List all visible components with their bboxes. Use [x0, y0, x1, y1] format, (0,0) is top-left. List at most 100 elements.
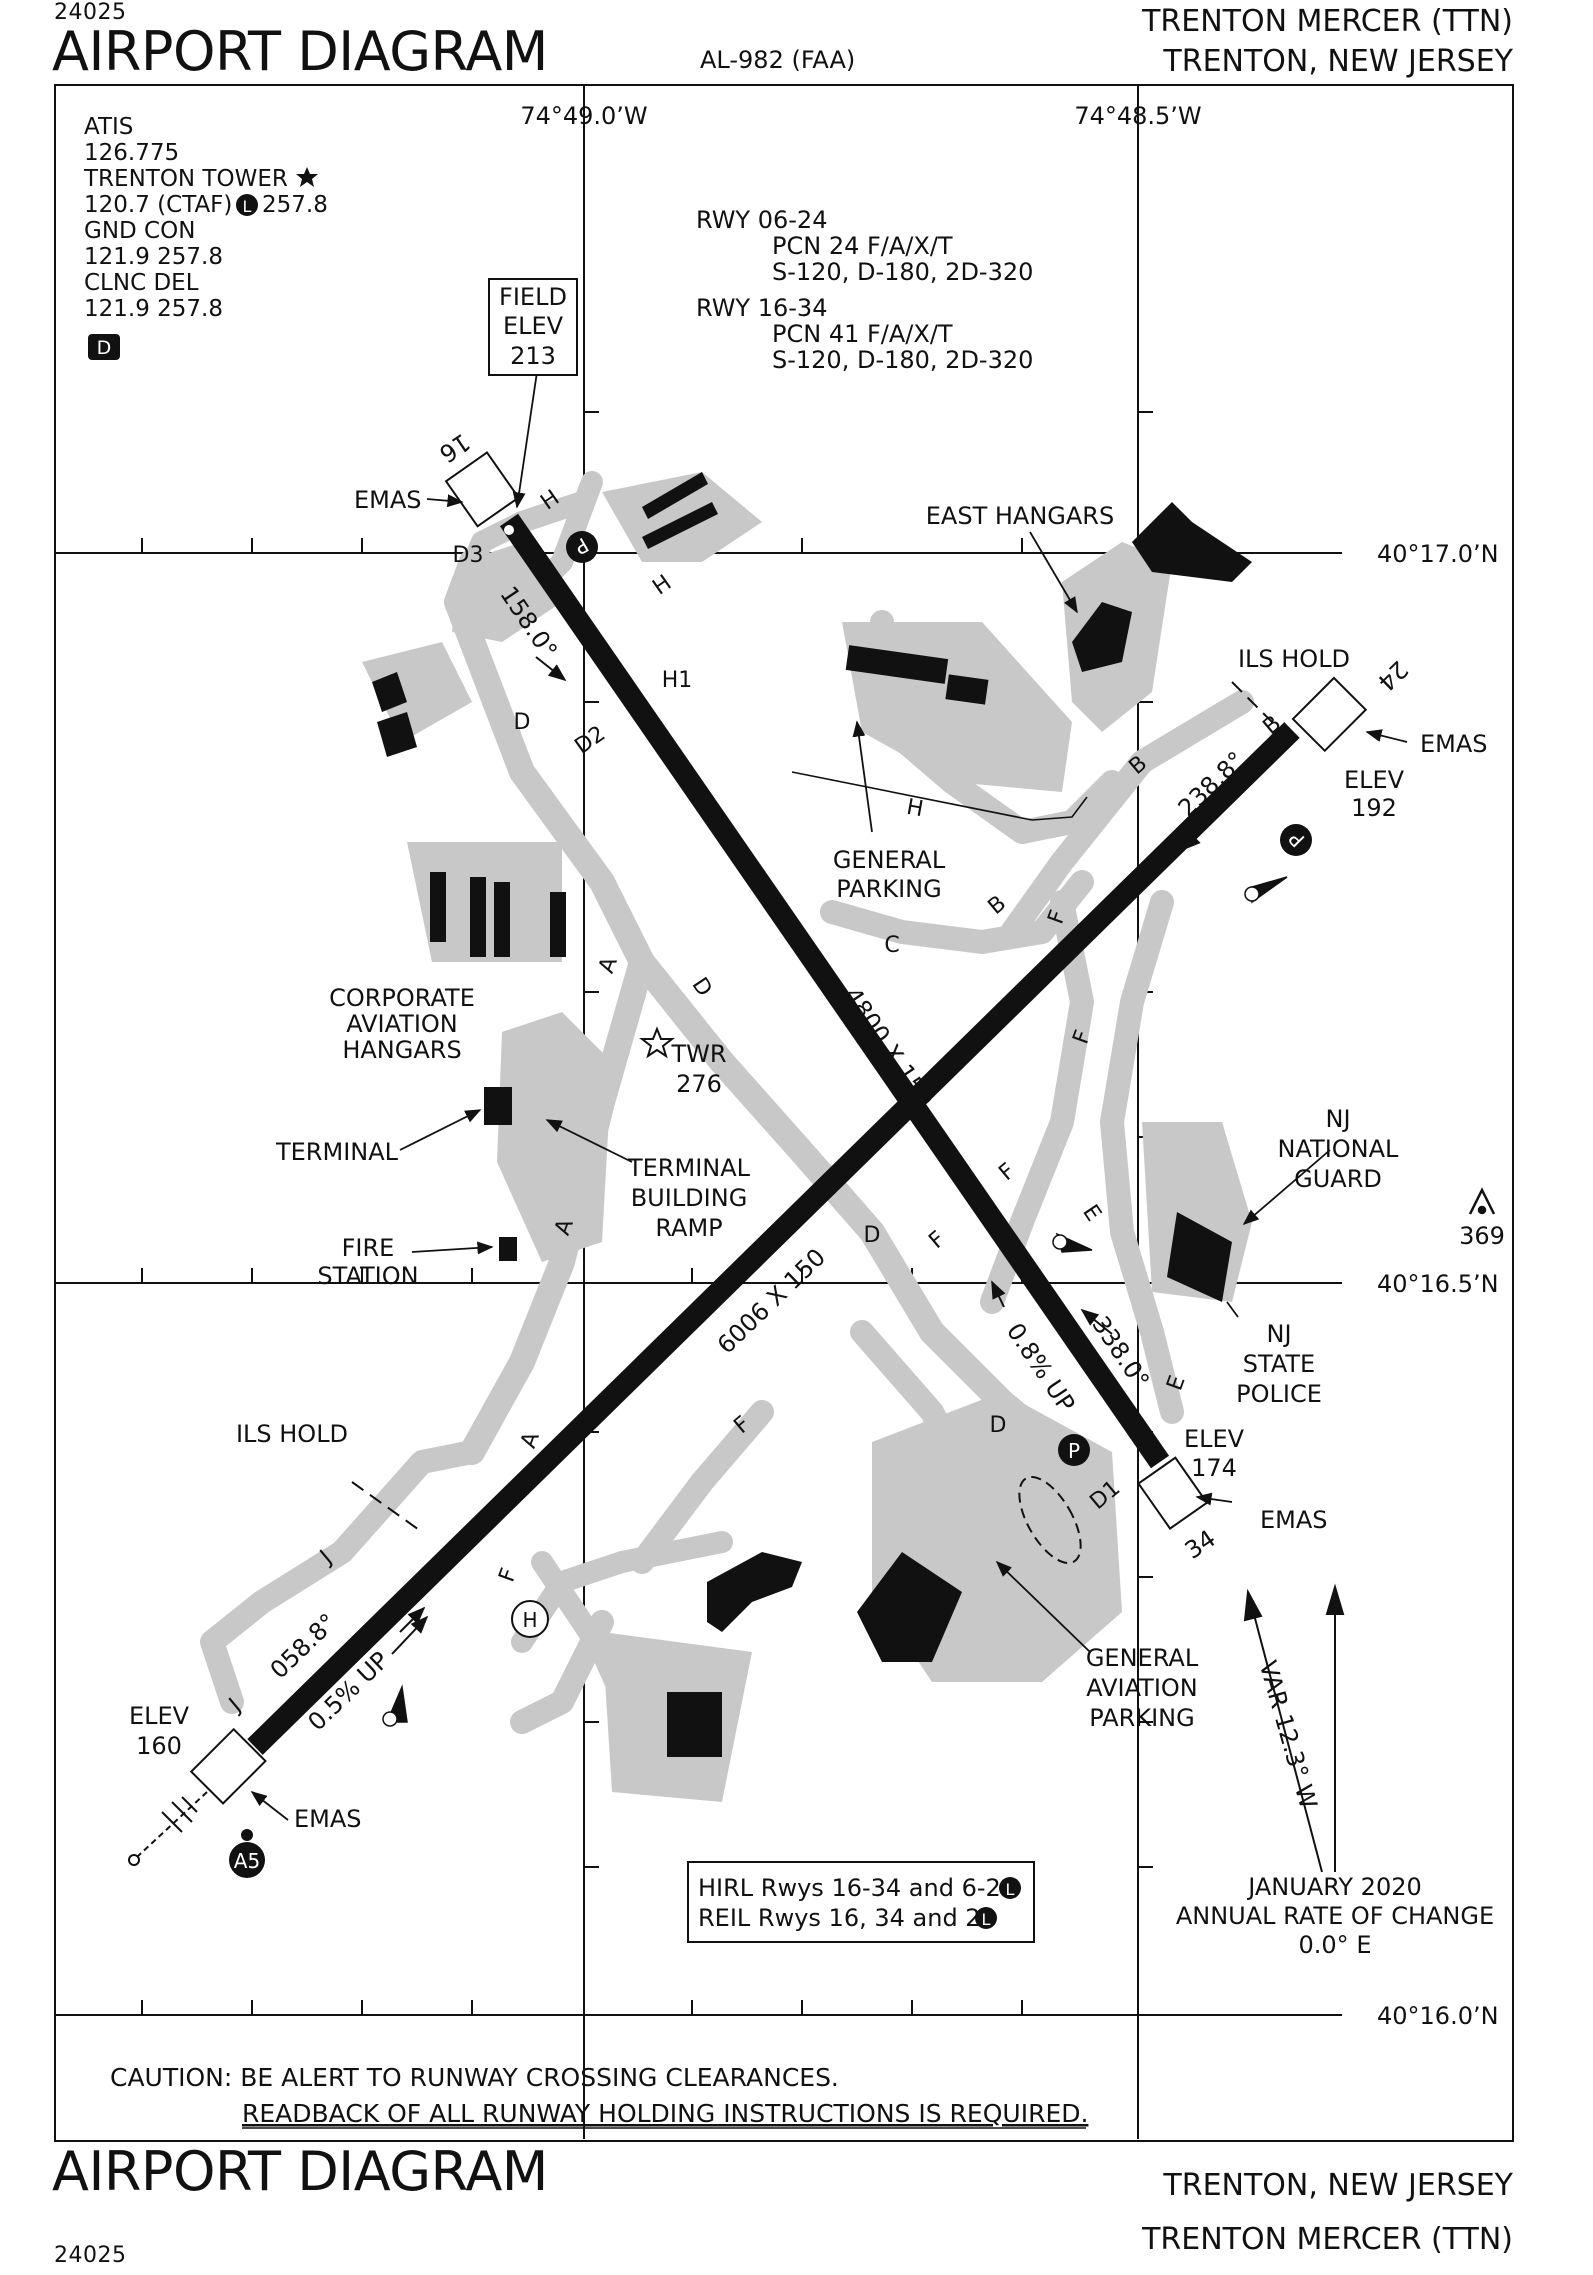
ils-hold-label-06: ILS HOLD	[236, 1420, 348, 1448]
ils-hold-lines	[351, 681, 1288, 1533]
airport-map: P P P H A5 D ATIS 126.775 TRENTON TOWER …	[56, 86, 1505, 2139]
pcn-rwy1: RWY 06-24	[696, 206, 827, 234]
emas-label-16: EMAS	[354, 486, 422, 514]
helipad-icon	[511, 1600, 549, 1638]
atis-freq: 126.775	[84, 140, 179, 166]
general-parking-label-1: GENERAL	[833, 846, 946, 874]
twy-d2: D2	[570, 721, 610, 759]
obstacle-icon	[1468, 1187, 1496, 1215]
chart-title-bottom: AIRPORT DIAGRAM	[52, 2140, 548, 2203]
runway-06-24	[247, 722, 1300, 1755]
twr-label: TWR	[670, 1040, 726, 1068]
elev-24-value: 192	[1351, 794, 1397, 822]
fire-station-label-1: FIRE	[342, 1234, 395, 1262]
atis-label: ATIS	[84, 114, 133, 140]
field-elev-line2: ELEV	[503, 312, 564, 340]
parking-icon	[566, 531, 1312, 1466]
l-badge-hirl: L	[1006, 1880, 1015, 1899]
rwy-end-24: 24	[1372, 655, 1413, 696]
rwy-end-34: 34	[1180, 1524, 1221, 1564]
twy-d-mid: D	[686, 973, 716, 1001]
caution-line1: CAUTION: BE ALERT TO RUNWAY CROSSING CLE…	[110, 2063, 839, 2092]
tower-uhf: 257.8	[262, 192, 328, 218]
d-badge-icon	[88, 334, 120, 360]
east-hangars-label: EAST HANGARS	[926, 502, 1114, 530]
obstacle-elev: 369	[1459, 1222, 1505, 1250]
nj-police-label-2: STATE	[1243, 1350, 1315, 1378]
mag-var: VAR 12.3° W	[1253, 1658, 1322, 1812]
city-name-bottom: TRENTON, NEW JERSEY	[1163, 2168, 1513, 2203]
twy-f-center2: F	[924, 1227, 950, 1254]
elev-34-label: ELEV	[1184, 1425, 1245, 1453]
tower-freq: 120.7 (CTAF)	[84, 192, 232, 218]
caution-line2: READBACK OF ALL RUNWAY HOLDING INSTRUCTI…	[242, 2099, 1088, 2128]
ga-parking-label-2: AVIATION	[1086, 1674, 1198, 1702]
chart-code-bottom: 24025	[54, 2243, 127, 2268]
nj-police-label-3: POLICE	[1236, 1380, 1322, 1408]
mag-rate-label: ANNUAL RATE OF CHANGE	[1176, 1902, 1494, 1930]
lat-165-label: 40°16.5’N	[1377, 1270, 1499, 1298]
lat-17-label: 40°17.0’N	[1377, 540, 1499, 568]
ga-parking-oval	[1018, 1476, 1082, 1564]
procedure-number: AL-982 (FAA)	[700, 46, 856, 74]
nj-guard-label-2: NATIONAL	[1278, 1135, 1400, 1163]
twy-f-center: F	[994, 1159, 1020, 1186]
twy-b-south: B	[984, 891, 1012, 920]
gnd-freq: 121.9 257.8	[84, 244, 223, 270]
chart-code-top: 24025	[54, 0, 127, 25]
runway-16-34	[499, 513, 1170, 1469]
twy-d3: D3	[453, 543, 484, 568]
lon-east-label: 74°48.5’W	[1074, 102, 1201, 130]
rwy-06-24-dims: 6006 X 150	[712, 1243, 831, 1359]
emas-boxes	[189, 451, 1368, 1805]
rwy-16-34-dims: 4800 X 150	[838, 982, 939, 1113]
airport-name-top: TRENTON MERCER (TTN)	[1142, 4, 1513, 39]
buildings	[372, 472, 1252, 1757]
tower-label: TRENTON TOWER	[83, 166, 288, 192]
lighting-box	[687, 1861, 1035, 1943]
magnetic-arrows	[1243, 1583, 1345, 1873]
approach-lights	[128, 1791, 208, 1866]
field-elev-line1: FIELD	[499, 283, 567, 311]
pcn-rwy2-weight: S-120, D-180, 2D-320	[772, 346, 1033, 374]
chart-title-top: AIRPORT DIAGRAM	[52, 20, 548, 83]
twy-h-south: H	[905, 795, 926, 822]
lon-west-label: 74°49.0’W	[520, 102, 647, 130]
terminal-ramp-label-3: RAMP	[655, 1214, 722, 1242]
terminal-label: TERMINAL	[275, 1138, 399, 1166]
twy-d-north: D	[514, 710, 531, 735]
twy-d-south: D	[864, 1223, 881, 1248]
pcn-rwy2-pcn: PCN 41 F/A/X/T	[772, 320, 953, 348]
star-icon	[296, 167, 318, 187]
twy-d-ga: D	[990, 1413, 1007, 1438]
l-badge-label: L	[243, 197, 252, 216]
clnc-label: CLNC DEL	[84, 270, 199, 296]
corporate-hangars-label-2: AVIATION	[346, 1010, 458, 1038]
pcn-rwy1-weight: S-120, D-180, 2D-320	[772, 258, 1033, 286]
gnd-label: GND CON	[84, 218, 195, 244]
diagram-frame: P P P H A5 D ATIS 126.775 TRENTON TOWER …	[54, 84, 1514, 2142]
hotspot-a5-icon	[229, 1842, 265, 1878]
emas-label-24: EMAS	[1420, 730, 1488, 758]
nj-police-label-1: NJ	[1266, 1320, 1291, 1348]
mag-date: JANUARY 2020	[1246, 1873, 1422, 1901]
l-badge-reil: L	[982, 1910, 991, 1929]
helipad-label: H	[522, 1608, 537, 1632]
mag-rate: 0.0° E	[1299, 1931, 1372, 1959]
pcn-rwy1-pcn: PCN 24 F/A/X/T	[772, 232, 953, 260]
airport-name-bottom: TRENTON MERCER (TTN)	[1142, 2222, 1513, 2257]
ga-parking-label-3: PARKING	[1089, 1704, 1194, 1732]
pcn-rwy2: RWY 16-34	[696, 294, 827, 322]
l-badge-icon-hirl	[999, 1877, 1021, 1899]
lighting-reil: REIL Rwys 16, 34 and 24	[698, 1904, 996, 1932]
heading-arrows	[391, 656, 1208, 1655]
lighting-hirl: HIRL Rwys 16-34 and 6-24	[698, 1874, 1016, 1902]
twy-h1: H1	[662, 668, 693, 693]
city-name-top: TRENTON, NEW JERSEY	[1163, 44, 1513, 79]
rwy-end-16: 16	[434, 428, 475, 468]
twr-elev: 276	[676, 1070, 722, 1098]
hotspot-a5-label: A5	[234, 1849, 260, 1873]
ils-hold-label-24: ILS HOLD	[1238, 645, 1350, 673]
terminal-ramp-label-1: TERMINAL	[627, 1154, 751, 1182]
fire-station-label-2: STATION	[317, 1262, 418, 1290]
